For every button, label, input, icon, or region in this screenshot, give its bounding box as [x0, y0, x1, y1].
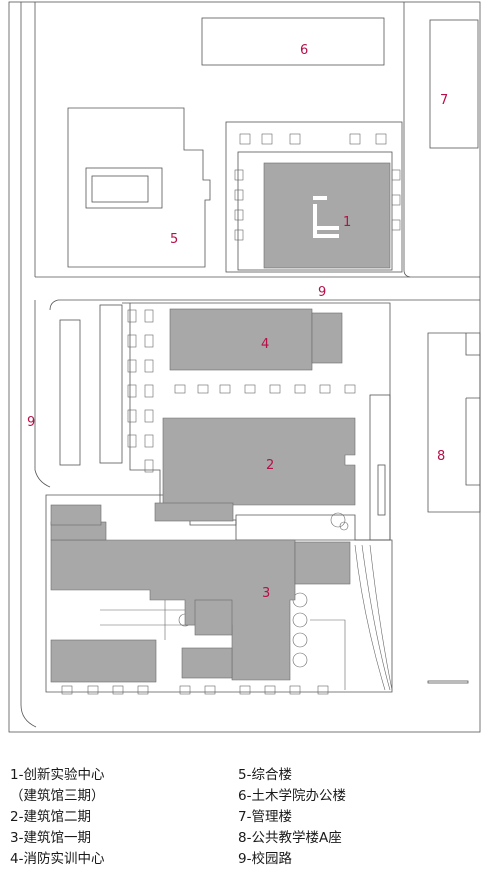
building-3-east	[294, 541, 351, 585]
building-1	[263, 162, 391, 269]
label-building-5: 5	[170, 232, 178, 247]
label-building-6: 6	[300, 43, 308, 58]
legend-item: 3-建筑馆一期	[10, 830, 91, 846]
label-road-vertical: 9	[27, 415, 35, 430]
building-1-outline	[225, 121, 403, 273]
building-3-top	[154, 502, 234, 522]
label-building-3: 3	[262, 586, 270, 601]
label-road-horizontal: 9	[318, 285, 326, 300]
building-4-annex	[311, 312, 343, 364]
legend-item: 1-创新实验中心	[10, 767, 105, 783]
building-8-detail	[465, 333, 480, 486]
legend-item: 9-校园路	[238, 851, 292, 867]
building-3-mid	[194, 599, 233, 636]
legend-item: 2-建筑馆二期	[10, 809, 91, 825]
legend-item: 7-管理楼	[238, 809, 292, 825]
scale-bar	[427, 680, 469, 684]
building-3-southwest	[50, 639, 157, 683]
building-7-outline	[429, 19, 479, 149]
road-edge	[403, 2, 411, 278]
building-5-outline	[67, 107, 211, 268]
building-3-south	[181, 647, 233, 679]
building-5-inner-2	[91, 175, 149, 203]
legend-item: 8-公共教学楼A座	[238, 830, 342, 846]
building-4	[169, 308, 313, 371]
east-stripe	[377, 464, 386, 516]
legend-item: 6-土木学院办公楼	[238, 788, 346, 804]
road-edge	[34, 300, 51, 488]
legend-item: （建筑馆三期）	[10, 788, 105, 804]
label-building-4: 4	[261, 337, 269, 352]
east-corridor	[369, 394, 391, 541]
west-strip-2	[99, 304, 123, 464]
building-3-west	[50, 504, 102, 526]
legend-right: 5-综合楼 6-土木学院办公楼 7-管理楼 8-公共教学楼A座 9-校园路	[238, 765, 346, 870]
building-2	[162, 417, 356, 506]
west-strip	[59, 319, 81, 466]
label-building-7: 7	[440, 93, 448, 108]
road-edge	[49, 299, 59, 311]
building-5-inner	[85, 167, 163, 209]
building-6-outline	[201, 17, 385, 66]
building-1-court	[237, 151, 393, 271]
legend-item: 5-综合楼	[238, 767, 292, 783]
label-building-8: 8	[437, 449, 445, 464]
label-building-1: 1	[343, 215, 351, 230]
road-edge	[20, 2, 37, 728]
building-8-outline	[427, 332, 481, 513]
legend-left: 1-创新实验中心 （建筑馆三期） 2-建筑馆二期 3-建筑馆一期 4-消防实训中…	[10, 765, 105, 870]
label-building-2: 2	[266, 458, 274, 473]
legend-item: 4-消防实训中心	[10, 851, 105, 867]
site-plan: 1 2 3 4 5 6 7 8 9 9	[8, 1, 481, 733]
